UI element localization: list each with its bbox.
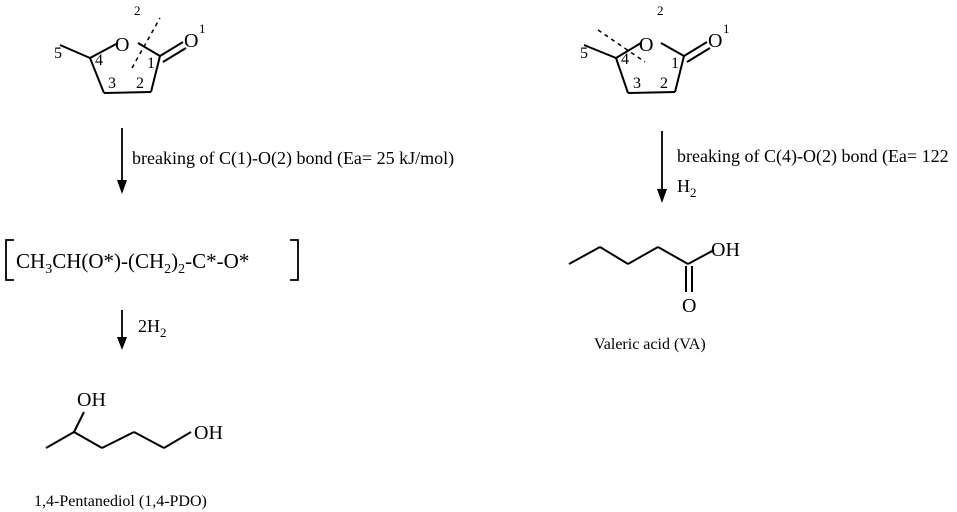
va-bond-2: [599, 246, 629, 265]
pdo-bond-1: [45, 431, 75, 449]
right-ring-bond-c4-c5-methyl: [583, 44, 617, 59]
right-cleavage-dash-line: [597, 29, 646, 63]
right-ring-oxygen-number: 2: [657, 3, 664, 18]
pdo-oh-right: OH: [194, 422, 223, 444]
right-carbon-number-3: 3: [633, 75, 641, 92]
right-carbonyl-bond-a: [683, 41, 708, 57]
left-ring-bond-c4-c5-methyl: [59, 44, 91, 59]
pdo-oh-top: OH: [77, 389, 106, 411]
left-ring-bond-c3-c4: [89, 57, 105, 94]
left-carbon-number-1: 1: [147, 55, 155, 72]
left-ring-bond-c1-c2: [150, 55, 161, 93]
left-carbon-number-2: 2: [136, 75, 144, 92]
left-arrowhead-step2: [117, 337, 127, 350]
right-ring-bond-c3-c4: [615, 57, 629, 94]
pdo-bond-2: [73, 431, 103, 449]
pdo-bond-oh-top: [73, 411, 85, 433]
right-carbonyl-bond-b: [686, 47, 711, 63]
right-ring-bond-c1-c2: [674, 55, 685, 93]
left-arrowhead-step1: [117, 180, 127, 194]
left-carbon-number-4: 4: [95, 52, 103, 69]
pdo-bond-3: [101, 431, 135, 449]
left-step1-label: breaking of C(1)-O(2) bond (Ea= 25 kJ/mo…: [132, 148, 454, 169]
left-ring-bond-c4-o2: [89, 42, 119, 59]
left-ring-bond-c2-c3: [103, 91, 152, 94]
va-bond-4: [657, 246, 689, 265]
left-carbonyl-oxygen: O: [184, 30, 198, 52]
right-product-name: Valeric acid (VA): [594, 336, 706, 353]
right-reactant-gvl: O 2 O 1 1 2 3 4 5: [580, 3, 730, 94]
right-carbonyl-oxygen: O: [708, 30, 722, 52]
left-carbonyl-oxygen-number: 1: [199, 21, 206, 36]
va-oh: OH: [711, 239, 740, 261]
va-bond-1: [568, 246, 601, 265]
left-ring-oxygen-number: 2: [134, 3, 141, 18]
left-carbonyl-bond-a: [159, 41, 184, 57]
left-cleavage-dash-line: [131, 17, 161, 69]
left-carbon-number-5: 5: [54, 45, 62, 62]
left-pathway: breaking of C(1)-O(2) bond (Ea= 25 kJ/mo…: [5, 128, 454, 510]
left-reactant-gvl: O 2 O 1 1 2 3 4 5: [54, 3, 206, 94]
pdo-bond-4: [133, 431, 165, 449]
right-pathway: breaking of C(4)-O(2) bond (Ea= 122 H2 O…: [568, 131, 949, 353]
va-bond-oh: [687, 249, 715, 265]
left-intermediate-formula: CH3CH(O*)-(CH2)2-C*-O*: [16, 249, 249, 277]
right-ring-bond-c2-c3: [627, 91, 676, 94]
va-carbonyl-o: O: [682, 295, 696, 317]
right-ring-bond-o2-c1: [660, 42, 685, 57]
right-carbon-number-2: 2: [660, 75, 668, 92]
left-carbonyl-bond-b: [162, 47, 187, 63]
left-ring-bond-o2-c1: [137, 42, 161, 57]
left-intermediate-bracket-right: [290, 239, 299, 281]
right-ring-bond-c4-o2: [615, 42, 642, 59]
left-step2-reagent: 2H2: [138, 316, 167, 340]
right-carbonyl-oxygen-number: 1: [723, 21, 730, 36]
left-ring-oxygen: O: [115, 34, 129, 56]
right-carbon-number-5: 5: [580, 45, 588, 62]
left-product-name: 1,4-Pentanediol (1,4-PDO): [34, 493, 207, 510]
right-step1-reagent: H2: [677, 176, 697, 200]
right-arrowhead-step1: [657, 189, 667, 203]
right-carbon-number-1: 1: [671, 55, 679, 72]
va-bond-3: [627, 246, 659, 265]
right-ring-oxygen: O: [639, 34, 653, 56]
left-carbon-number-3: 3: [108, 75, 116, 92]
left-intermediate-bracket-left: [5, 239, 14, 281]
right-step1-label: breaking of C(4)-O(2) bond (Ea= 122: [677, 146, 949, 167]
right-carbon-number-4: 4: [621, 51, 629, 68]
pdo-bond-5: [163, 431, 192, 449]
